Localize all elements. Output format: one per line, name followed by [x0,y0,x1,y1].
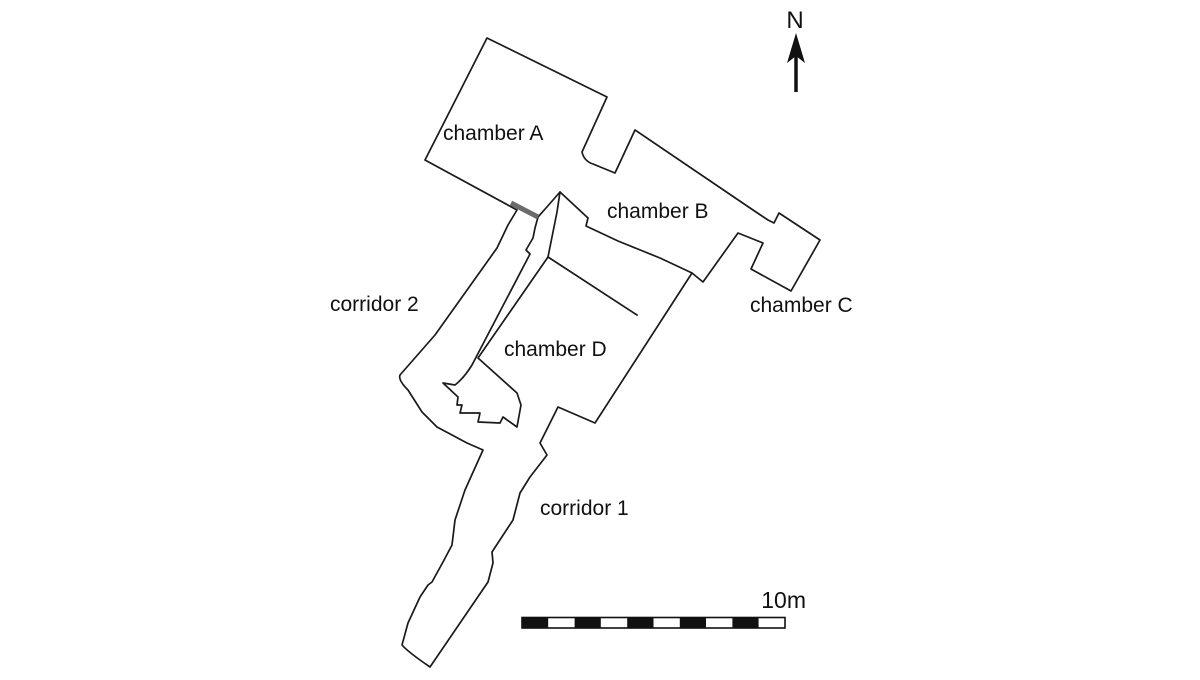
chamber-a-label: chamber A [443,122,543,145]
plan-outer-outline [398,37,821,668]
blocked-entrance-line [509,200,540,220]
chamber-d-inner-wall [442,191,561,428]
north-arrow-head [787,33,805,63]
chamber-d-label: chamber D [504,338,607,361]
scale-bar-segments [522,617,785,628]
corridor-1-label: corridor 1 [540,497,629,520]
scale-bar: 10m [521,587,806,629]
corridor-2-label: corridor 2 [330,293,419,316]
chamber-c-label: chamber C [750,294,853,317]
north-arrow-icon: N [786,7,805,92]
north-label: N [786,7,803,34]
scale-bar-border [521,616,786,629]
scale-bar-label: 10m [761,587,806,613]
chamber-d-north-wall [547,256,638,316]
chamber-b-label: chamber B [607,200,709,223]
chamber-b-d-divider-wall [559,191,693,274]
